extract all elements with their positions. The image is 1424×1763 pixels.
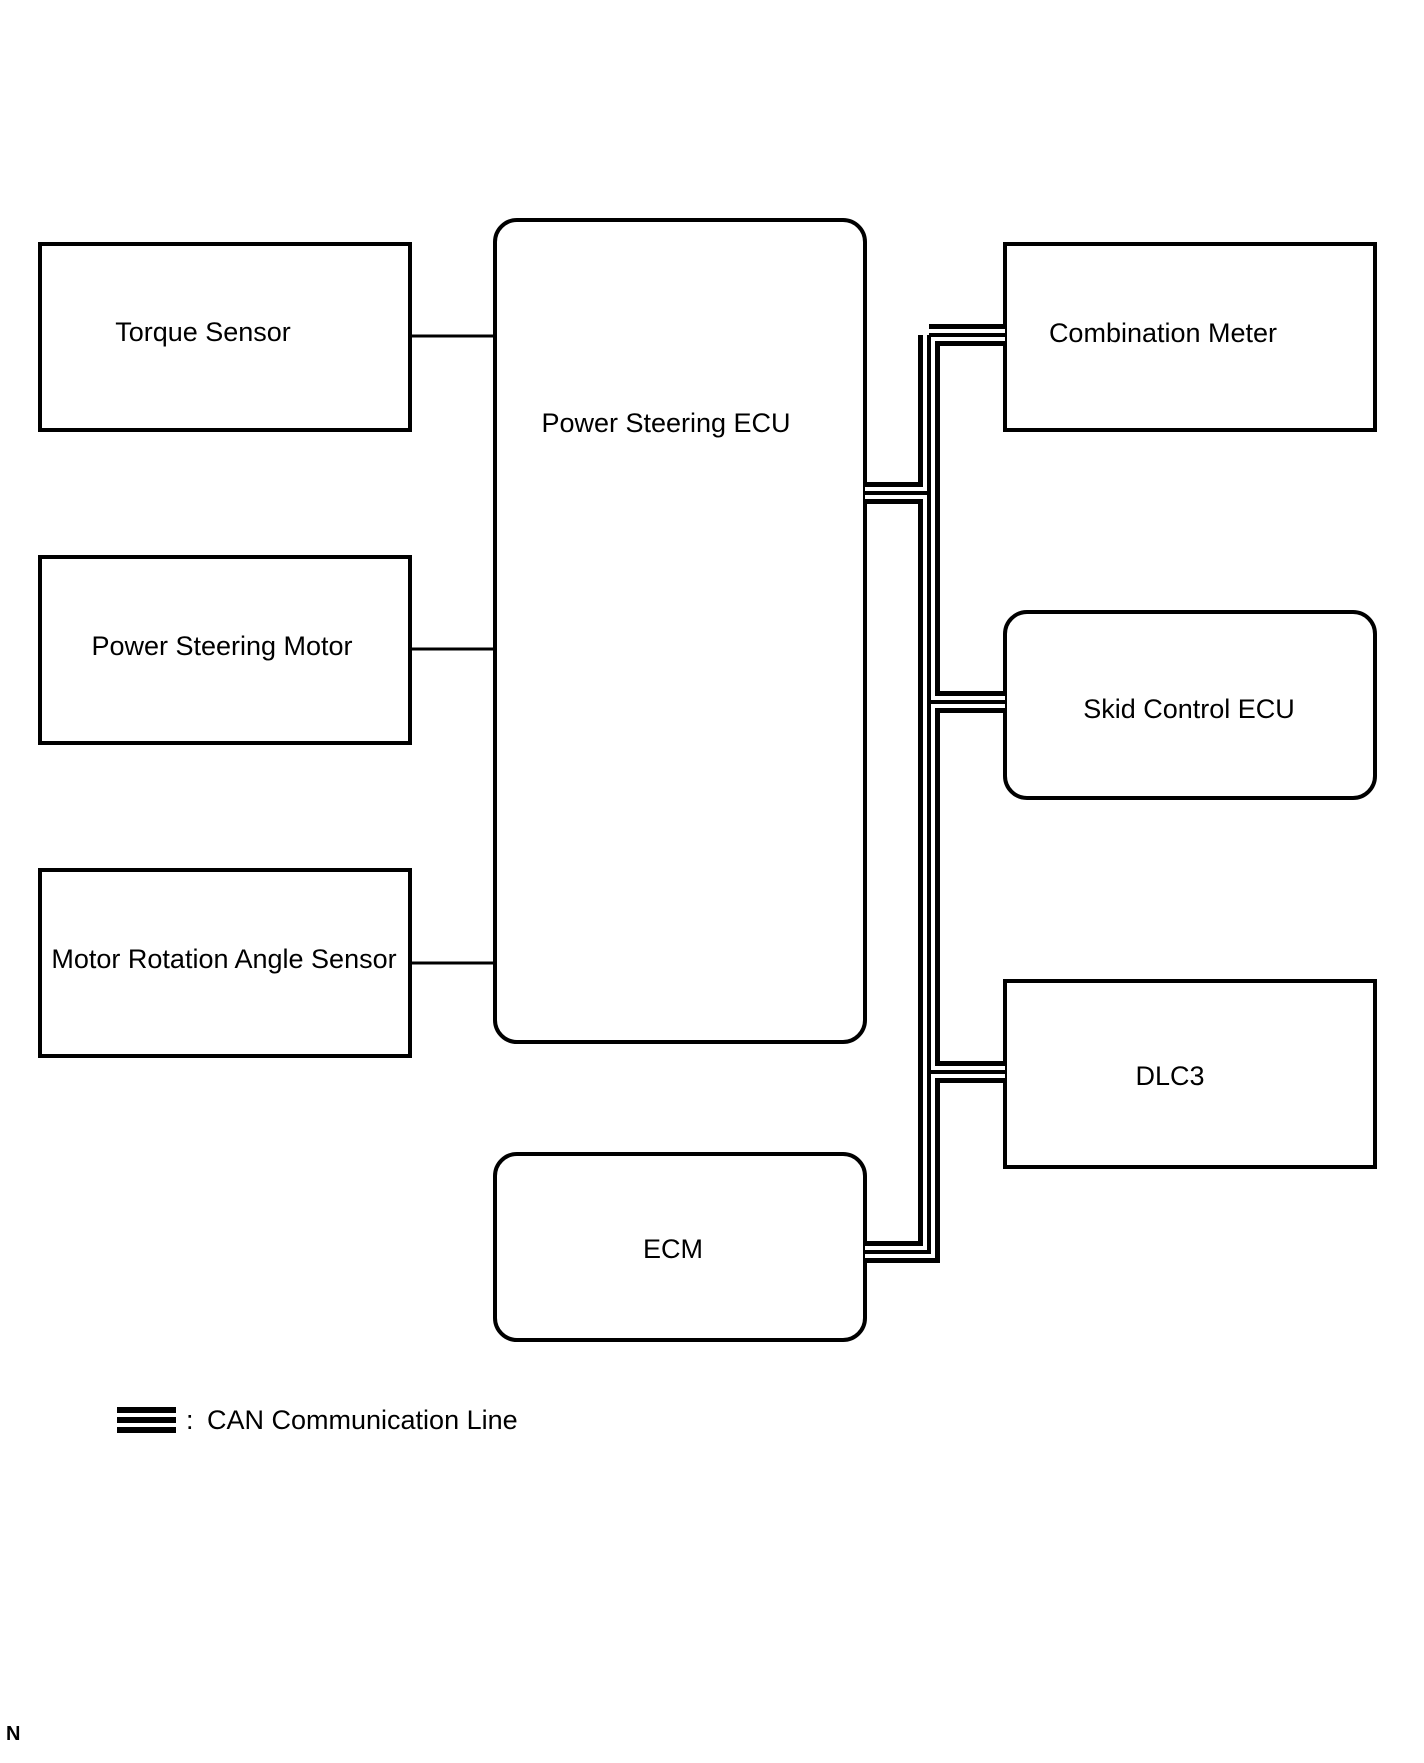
power-steering-motor-label: Power Steering Motor <box>91 631 352 661</box>
ecm-block: ECM <box>493 1152 867 1342</box>
dlc3-label: DLC3 <box>1135 1061 1204 1091</box>
sensor-wires <box>410 334 495 965</box>
skid-control-ecu-block: Skid Control ECU <box>1003 610 1377 800</box>
motor-rotation-angle-sensor-label: Motor Rotation Angle Sensor <box>51 944 396 974</box>
combination-meter-label: Combination Meter <box>1049 318 1277 348</box>
skid-control-ecu-label: Skid Control ECU <box>1083 694 1295 724</box>
motor-rotation-angle-sensor-block: Motor Rotation Angle Sensor <box>38 868 412 1058</box>
torque-sensor-block: Torque Sensor <box>38 242 412 432</box>
power-steering-ecu-block: Power Steering ECU <box>493 218 867 1044</box>
torque-sensor-label: Torque Sensor <box>115 317 291 347</box>
dlc3-block: DLC3 <box>1003 979 1377 1169</box>
can-communication-bus <box>865 324 1005 1263</box>
can-line-legend-label: CAN Communication Line <box>207 1405 518 1435</box>
figure-mark: N <box>6 1723 20 1745</box>
legend: : CAN Communication Line <box>117 1405 518 1435</box>
combination-meter-block: Combination Meter <box>1003 242 1377 432</box>
power-steering-ecu-label: Power Steering ECU <box>541 408 790 438</box>
power-steering-motor-block: Power Steering Motor <box>38 555 412 745</box>
ecm-label: ECM <box>643 1234 703 1264</box>
can-line-legend-icon <box>117 1407 176 1433</box>
legend-separator: : <box>186 1405 194 1435</box>
